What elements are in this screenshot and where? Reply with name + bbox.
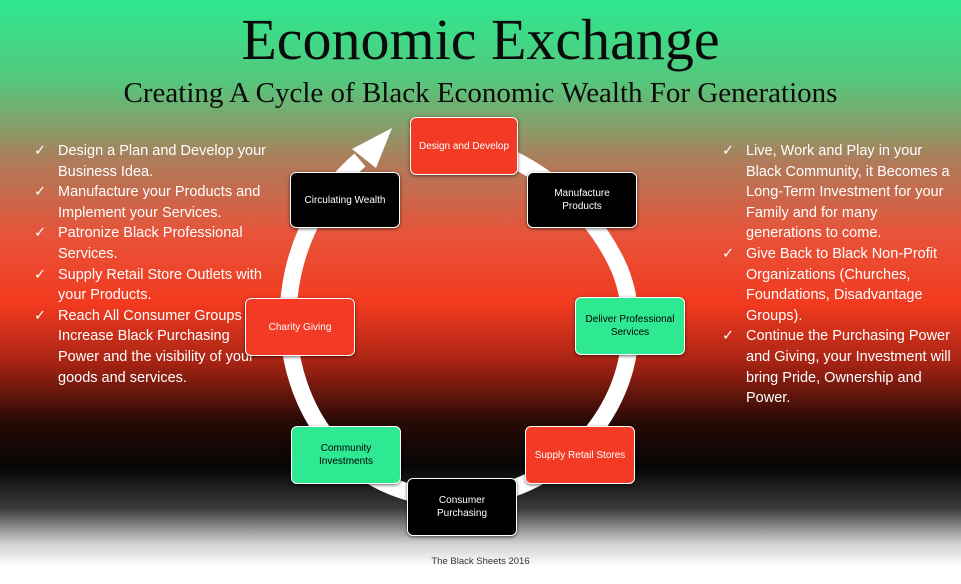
cycle-step-3: Deliver Professional Services xyxy=(575,297,685,355)
checklist-item: ✓ Patronize Black Professional Services. xyxy=(34,223,274,264)
page-title: Economic Exchange xyxy=(241,7,720,72)
check-icon: ✓ xyxy=(34,307,47,324)
footer-credit: The Black Sheets 2016 xyxy=(431,556,530,567)
cycle-step-5: Consumer Purchasing xyxy=(407,478,517,536)
check-icon: ✓ xyxy=(34,225,47,242)
right-checklist: ✓ Live, Work and Play in your Black Commu… xyxy=(722,141,957,409)
checklist-item-text: Live, Work and Play in your Black Commun… xyxy=(746,143,950,242)
checklist-item-text: Reach All Consumer Groups to Increase Bl… xyxy=(58,307,258,386)
cycle-step-4: Supply Retail Stores xyxy=(525,426,635,484)
check-icon: ✓ xyxy=(34,184,47,201)
left-checklist: ✓ Design a Plan and Develop your Business… xyxy=(34,141,274,388)
checklist-item: ✓ Live, Work and Play in your Black Commu… xyxy=(722,141,957,244)
checklist-item-text: Continue the Purchasing Power and Giving… xyxy=(746,328,951,407)
check-icon: ✓ xyxy=(722,143,735,159)
checklist-item: ✓ Give Back to Black Non-Profit Organizat… xyxy=(722,244,957,326)
checklist-item-text: Give Back to Black Non-Profit Organizati… xyxy=(746,245,937,324)
cycle-step-label: Deliver Professional Services xyxy=(585,314,675,338)
checklist-item: ✓ Manufacture your Products and Implement… xyxy=(34,182,274,223)
checklist-item: ✓ Reach All Consumer Groups to Increase B… xyxy=(34,306,274,388)
checklist-item-text: Supply Retail Store Outlets with your Pr… xyxy=(58,266,262,304)
cycle-step-7: Charity Giving xyxy=(245,298,355,356)
checklist-item-text: Manufacture your Products and Implement … xyxy=(58,184,261,221)
checklist-item: ✓ Supply Retail Store Outlets with your P… xyxy=(34,265,274,306)
checklist-item: ✓ Design a Plan and Develop your Business… xyxy=(34,141,274,182)
cycle-step-6: Community Investments xyxy=(291,426,401,484)
checklist-item-text: Patronize Black Professional Services. xyxy=(58,225,243,262)
cycle-arrowhead-icon xyxy=(352,128,392,168)
cycle-step-1: Design and Develop xyxy=(410,117,518,175)
cycle-step-label: Consumer Purchasing xyxy=(436,495,488,519)
cycle-step-label: Community Investments xyxy=(319,443,373,467)
cycle-step-label: Design and Develop xyxy=(418,140,510,152)
cycle-step-2: Manufacture Products xyxy=(527,172,637,228)
cycle-step-label: Supply Retail Stores xyxy=(534,449,626,461)
checklist-item: ✓ Continue the Purchasing Power and Givin… xyxy=(722,326,957,408)
check-icon: ✓ xyxy=(34,266,47,283)
cycle-step-label: Circulating Wealth xyxy=(304,194,386,206)
cycle-step-label: Charity Giving xyxy=(268,321,332,333)
cycle-step-label: Manufacture Products xyxy=(554,188,610,212)
check-icon: ✓ xyxy=(722,328,735,345)
page-subtitle: Creating A Cycle of Black Economic Wealt… xyxy=(123,77,838,109)
check-icon: ✓ xyxy=(34,143,47,159)
checklist-item-text: Design a Plan and Develop your Business … xyxy=(58,143,266,180)
check-icon: ✓ xyxy=(722,245,735,262)
cycle-step-8: Circulating Wealth xyxy=(290,172,400,228)
